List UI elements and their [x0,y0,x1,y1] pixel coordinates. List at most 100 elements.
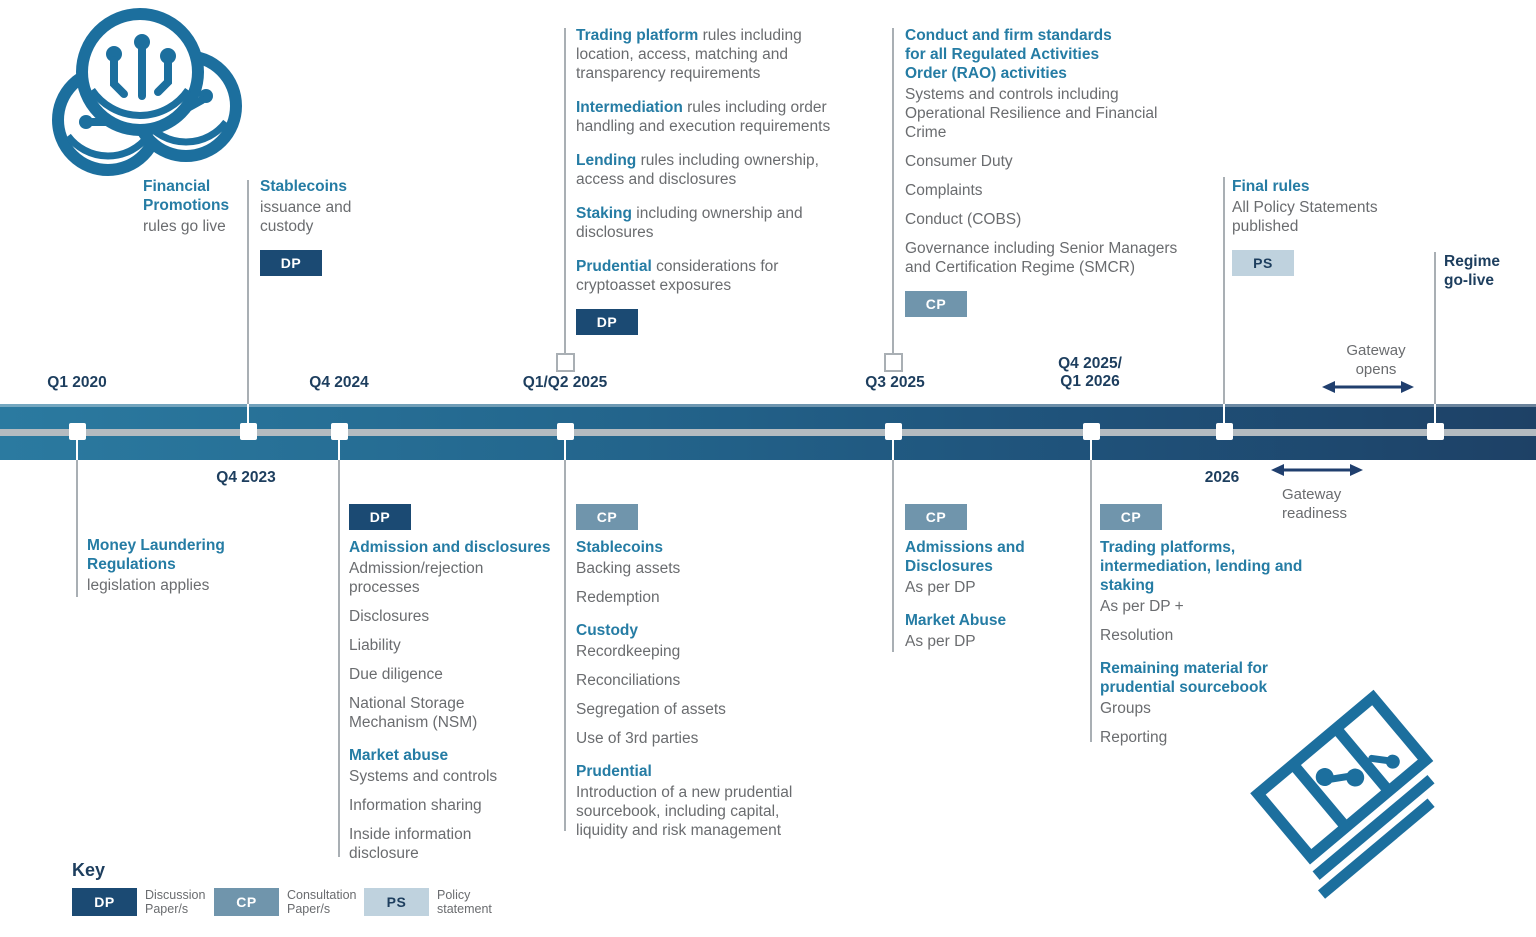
key-entry-dp: DP Discussion Paper/s [72,888,205,916]
timeline-marker-2026 [1216,423,1233,440]
body-text: Consumer Duty [905,153,1013,170]
body-text: Groups [1100,700,1151,717]
gateway-readiness-label: Gateway readiness [1282,486,1348,522]
body-text: Conduct (COBS) [905,211,1022,228]
block-heading: Market abuse [349,747,449,764]
marker-stub [1223,404,1225,426]
body-text: Admission/rejection processes [349,560,484,596]
body-text: Reconciliations [576,672,681,689]
body-text: Resolution [1100,627,1174,644]
marker-stub [1090,438,1092,460]
trading-platform-dp-block: Trading platform rules including locatio… [576,26,876,335]
key-label-dp: Discussion Paper/s [145,888,206,916]
body-text: As per DP [905,579,976,596]
body-text: Redemption [576,589,660,606]
money-laundering-block: Money Laundering Regulations legislation … [87,536,257,595]
block-heading: Admissions and Disclosures [905,539,1025,575]
gateway-opens-label: Gateway opens [1346,342,1406,378]
body-text: All Policy Statements published [1232,199,1378,235]
key-title: Key [72,860,106,880]
body-text: Inside information disclosure [349,826,472,862]
connector-regime-golive [1434,252,1436,404]
timeline-marker-q1q2-2025 [557,423,574,440]
crypto-coins-icon [52,8,242,176]
block-heading: Final rules [1232,178,1310,195]
body-text: As per DP + [1100,598,1184,615]
block-heading: Stablecoins [260,178,347,195]
block-heading: Trading platforms, intermediation, lendi… [1100,539,1303,594]
body-text: Liability [349,637,401,654]
block-heading: Money Laundering Regulations [87,537,225,573]
body-text: Introduction of a new prudential sourceb… [576,784,793,839]
connector-stablecoins-cp [564,460,566,831]
banknotes-icon [1250,689,1435,899]
body-text: Information sharing [349,797,482,814]
connector-endpoint-square [884,353,903,372]
timeline-marker-q4-2024 [331,423,348,440]
cp-badge: CP [905,504,967,530]
body-text: Segregation of assets [576,701,726,718]
dp-badge: DP [260,250,322,276]
connector-endpoint-square [556,353,575,372]
paragraph-lead: Trading platform [576,27,699,44]
connector-final-rules [1223,177,1225,404]
paragraph-lead: Staking [576,205,632,222]
body-text: Complaints [905,182,983,199]
block-heading: Market Abuse [905,612,1007,629]
marker-stub [338,438,340,460]
paragraph-lead: Intermediation [576,99,683,116]
body-text: Systems and controls including Operation… [905,86,1158,141]
key-entry-ps: PS Policy statement [364,888,492,916]
marker-stub [892,438,894,460]
gateway-readiness-arrow [1271,464,1363,476]
paragraph-lead: Prudential [576,258,652,275]
block-heading: Prudential [576,763,652,780]
ps-badge: PS [1232,250,1294,276]
body-text: National Storage Mechanism (NSM) [349,695,478,731]
dp-badge: DP [72,888,137,916]
marker-stub [564,438,566,460]
timeline-label-q4-2023: Q4 2023 [216,469,276,486]
body-text: Use of 3rd parties [576,730,699,747]
admissions-disclosures-cp-block: CP Admissions and Disclosures As per DP Mar… [905,504,1070,651]
body-text: Backing assets [576,560,681,577]
gateway-opens-arrow [1322,381,1414,393]
connector-q4-2023 [247,180,249,404]
body-text: issuance and custody [260,199,352,235]
timeline-label-q3-2025: Q3 2025 [865,374,925,391]
body-text: legislation applies [87,577,210,594]
connector-q1q2-2025-up [564,28,566,354]
body-text: As per DP [905,633,976,650]
rich-paragraph: Intermediation rules including order han… [576,99,831,135]
timeline-label-q1-2020: Q1 2020 [47,374,107,391]
rich-paragraph: Lending rules including ownership, acces… [576,152,819,188]
timeline-label-q4-2025-q1-2026: Q4 2025/ Q1 2026 [1058,355,1122,390]
block-heading: Conduct and firm standards for all Regul… [905,27,1112,82]
block-heading: Financial Promotions [143,178,230,214]
block-heading: Remaining material for prudential source… [1100,660,1268,696]
marker-stub [1434,404,1436,426]
key-label-cp: Consultation Paper/s [287,888,357,916]
body-text: Governance including Senior Managers and… [905,240,1178,276]
rich-paragraph: Staking including ownership and disclosu… [576,205,803,241]
timeline-label-q1q2-2025: Q1/Q2 2025 [522,374,608,391]
body-text: Due diligence [349,666,443,683]
body-text: Systems and controls [349,768,498,785]
connector-admission-dp [338,460,340,857]
rich-paragraph: Trading platform rules including locatio… [576,27,802,82]
key-label-ps: Policy statement [437,888,492,916]
timeline-marker-q1-2020 [69,423,86,440]
connector-mlr [76,460,78,597]
connector-q3-2025-up [892,28,894,354]
block-heading: Regime go-live [1444,253,1500,289]
timeline-marker-q4-2023 [240,423,257,440]
body-text: Reporting [1100,729,1168,746]
block-heading: Admission and disclosures [349,539,551,556]
timeline-center-stripe [0,429,1536,436]
